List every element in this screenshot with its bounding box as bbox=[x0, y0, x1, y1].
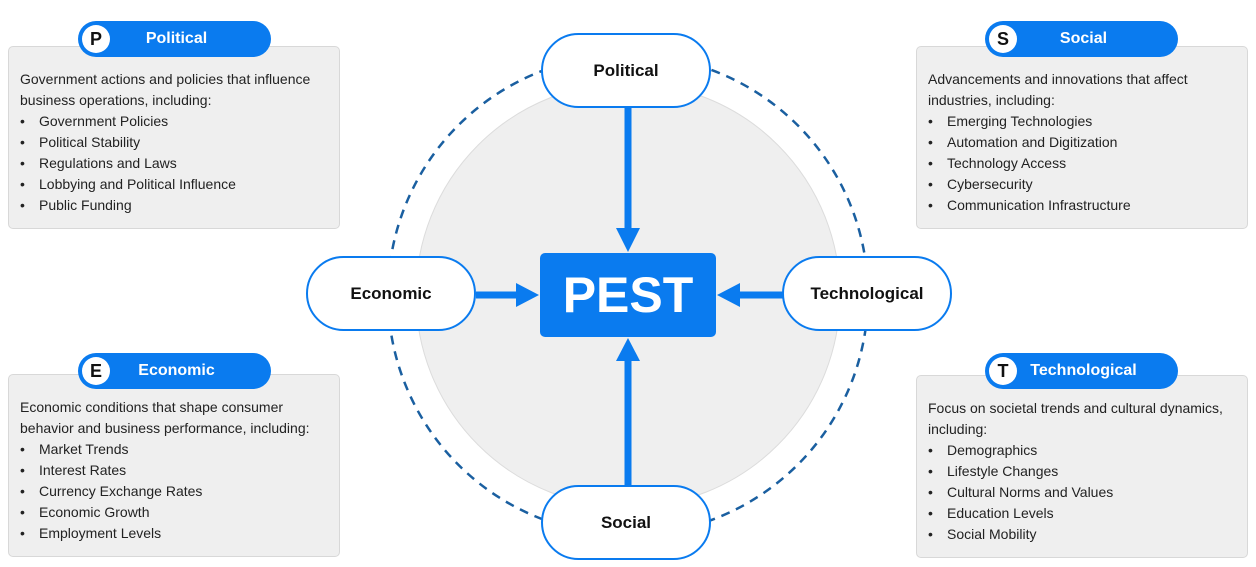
arrow-economic bbox=[476, 291, 518, 299]
badge-label: Social bbox=[1059, 30, 1108, 47]
node-technological: Technological bbox=[782, 256, 952, 331]
panel-desc: Economic conditions that shape consumer … bbox=[20, 399, 310, 436]
arrow-technological bbox=[738, 291, 783, 299]
list-item: Communication Infrastructure bbox=[928, 195, 1237, 216]
panel-desc: Government actions and policies that inf… bbox=[20, 71, 311, 108]
panel-economic: Economic conditions that shape consumer … bbox=[8, 374, 340, 557]
list-item: Political Stability bbox=[20, 132, 329, 153]
list-item: Technology Access bbox=[928, 153, 1237, 174]
node-economic: Economic bbox=[306, 256, 476, 331]
arrowhead-technological bbox=[717, 283, 740, 307]
badge-label: Technological bbox=[1030, 362, 1137, 379]
arrow-political bbox=[624, 108, 632, 230]
panel-technological: Focus on societal trends and cultural dy… bbox=[916, 375, 1248, 558]
list-item: Currency Exchange Rates bbox=[20, 481, 329, 502]
panel-political: Government actions and policies that inf… bbox=[8, 46, 340, 229]
list-item: Lifestyle Changes bbox=[928, 461, 1237, 482]
list-item: Emerging Technologies bbox=[928, 111, 1237, 132]
list-item: Demographics bbox=[928, 440, 1237, 461]
list-item: Interest Rates bbox=[20, 460, 329, 481]
node-social: Social bbox=[541, 485, 711, 560]
panel-desc: Advancements and innovations that affect… bbox=[928, 71, 1188, 108]
list-item: Regulations and Laws bbox=[20, 153, 329, 174]
arrow-social bbox=[624, 360, 632, 486]
panel-desc: Focus on societal trends and cultural dy… bbox=[928, 400, 1223, 437]
list-item: Social Mobility bbox=[928, 524, 1237, 545]
badge-technological: T Technological bbox=[985, 353, 1178, 389]
panel-social: Advancements and innovations that affect… bbox=[916, 46, 1248, 229]
list-item: Market Trends bbox=[20, 439, 329, 460]
badge-social: S Social bbox=[985, 21, 1178, 57]
badge-label: Political bbox=[145, 30, 208, 47]
badge-label: Economic bbox=[138, 362, 215, 379]
letter-icon: E bbox=[82, 357, 110, 385]
list-item: Lobbying and Political Influence bbox=[20, 174, 329, 195]
list-item: Cultural Norms and Values bbox=[928, 482, 1237, 503]
list-item: Economic Growth bbox=[20, 502, 329, 523]
list-item: Education Levels bbox=[928, 503, 1237, 524]
letter-icon: P bbox=[82, 25, 110, 53]
list-item: Government Policies bbox=[20, 111, 329, 132]
list-item: Cybersecurity bbox=[928, 174, 1237, 195]
badge-political: P Political bbox=[78, 21, 271, 57]
arrowhead-political bbox=[616, 228, 640, 252]
node-political: Political bbox=[541, 33, 711, 108]
list-item: Public Funding bbox=[20, 195, 329, 216]
arrowhead-economic bbox=[516, 283, 539, 307]
list-item: Automation and Digitization bbox=[928, 132, 1237, 153]
pest-center: PEST bbox=[540, 253, 716, 337]
arrowhead-social bbox=[616, 338, 640, 361]
letter-icon: S bbox=[989, 25, 1017, 53]
list-item: Employment Levels bbox=[20, 523, 329, 544]
letter-icon: T bbox=[989, 357, 1017, 385]
badge-economic: E Economic bbox=[78, 353, 271, 389]
